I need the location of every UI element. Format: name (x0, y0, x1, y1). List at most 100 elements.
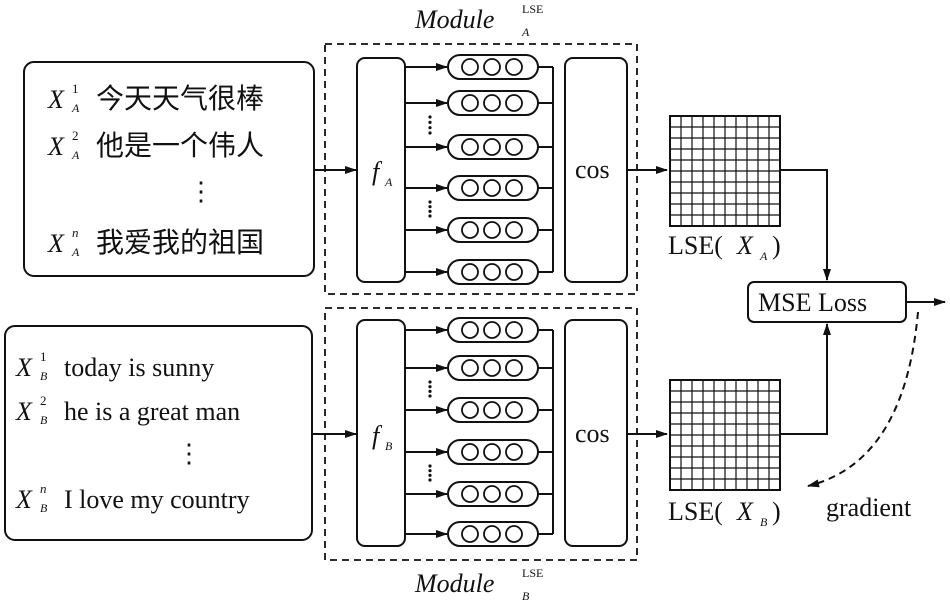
embedding-b-capsule-5-dot-3 (505, 485, 523, 503)
svg-text:I love my country: I love my country (64, 485, 250, 514)
embedding-a-capsule-3-dot-1 (461, 138, 479, 156)
embedding-b-vdots-2 (428, 469, 432, 473)
svg-text:A: A (71, 148, 80, 162)
mse-loss-label: MSE Loss (758, 288, 867, 317)
embedding-b-capsule-4-dot-1 (461, 443, 479, 461)
cos-b-label: cos (575, 419, 610, 448)
input-a-row-n: X n A 我爱我的祖国 (47, 225, 264, 259)
embedding-a-capsule-2-dot-2 (483, 94, 501, 112)
input-b-ellipsis: ⋮ (176, 439, 202, 468)
embedding-b-vdots-2 (428, 473, 432, 477)
embedding-a-vdots-1 (428, 120, 432, 124)
embedding-a-vdots-2 (428, 205, 432, 209)
embedding-a-capsule-2-dot-1 (461, 94, 479, 112)
module-b-title: Module LSE B (414, 566, 543, 603)
svg-text:A: A (759, 249, 768, 263)
embedding-b-capsule-2-dot-3 (505, 359, 523, 377)
embeddings-b (405, 317, 554, 547)
input-a-row-2: X 2 A 他是一个伟人 (47, 128, 264, 162)
embedding-b-capsule-1-dot-1 (461, 321, 479, 339)
arrow-lse-b-to-loss (780, 323, 831, 435)
svg-text:X: X (47, 229, 65, 258)
svg-text:1: 1 (72, 81, 79, 96)
svg-text:today is sunny: today is sunny (64, 353, 214, 382)
svg-text:Module: Module (414, 569, 494, 598)
embedding-b-capsule-4-dot-3 (505, 443, 523, 461)
input-b-row-2: X 2 B he is a great man (15, 393, 240, 427)
embedding-a-capsule-1-dot-3 (505, 58, 523, 76)
embedding-b-capsule-6-dot-2 (483, 525, 501, 543)
arrow-lse-a-to-loss (780, 169, 831, 281)
svg-text:LSE: LSE (522, 2, 543, 16)
svg-text:B: B (40, 501, 48, 515)
cos-a-label: cos (575, 155, 610, 184)
embedding-a-vdots-2 (428, 200, 432, 204)
encoder-b-label: f B (372, 421, 393, 453)
lse-b-label: LSE( X B ) (668, 497, 781, 529)
gradient-label: gradient (826, 493, 912, 522)
svg-text:f: f (372, 157, 383, 186)
embedding-a-capsule-5-dot-1 (461, 221, 479, 239)
svg-text:B: B (40, 413, 48, 427)
svg-text:B: B (522, 589, 530, 603)
embedding-b-vdots-2 (428, 464, 432, 468)
svg-text:X: X (15, 353, 33, 382)
embedding-b-capsule-1-dot-2 (483, 321, 501, 339)
embedding-b-capsule-3-dot-1 (461, 401, 479, 419)
svg-text:X: X (15, 397, 33, 426)
svg-text:2: 2 (72, 128, 79, 143)
svg-text:A: A (71, 101, 80, 115)
svg-text:A: A (521, 25, 530, 39)
input-b-row-1: X 1 B today is sunny (15, 349, 214, 383)
embedding-a-capsule-3-dot-3 (505, 138, 523, 156)
embedding-a-capsule-4-dot-2 (483, 179, 501, 197)
svg-text:B: B (385, 439, 393, 453)
svg-text:LSE: LSE (522, 566, 543, 580)
svg-text:今天天气很棒: 今天天气很棒 (96, 83, 264, 115)
svg-text:LSE(: LSE( (668, 497, 723, 526)
svg-text:LSE(: LSE( (668, 231, 723, 260)
embedding-a-capsule-6-dot-1 (461, 263, 479, 281)
svg-text:X: X (15, 485, 33, 514)
lse-matrix-a (669, 115, 781, 227)
embedding-a-capsule-1-dot-2 (483, 58, 501, 76)
svg-text:X: X (47, 85, 65, 114)
embedding-b-capsule-5-dot-1 (461, 485, 479, 503)
encoder-a-label: f A (372, 157, 393, 189)
svg-text:2: 2 (40, 393, 47, 408)
embedding-b-capsule-1-dot-3 (505, 321, 523, 339)
embedding-a-capsule-6-dot-3 (505, 263, 523, 281)
embedding-a-vdots-2 (428, 214, 432, 218)
embedding-a-vdots-1 (428, 115, 432, 119)
input-a-row-1: X 1 A 今天天气很棒 (47, 81, 264, 115)
embedding-a-capsule-6-dot-2 (483, 263, 501, 281)
encoder-a-box (356, 57, 406, 283)
embedding-a-capsule-5-dot-2 (483, 221, 501, 239)
embedding-a-capsule-5-dot-3 (505, 221, 523, 239)
embedding-b-capsule-4-dot-2 (483, 443, 501, 461)
embedding-b-vdots-1 (428, 394, 432, 398)
embedding-a-vdots-2 (428, 209, 432, 213)
svg-text:X: X (47, 132, 65, 161)
embedding-a-capsule-4-dot-1 (461, 179, 479, 197)
svg-text:): ) (772, 231, 781, 260)
svg-text:A: A (71, 245, 80, 259)
gradient-arrow (807, 311, 919, 488)
svg-text:1: 1 (40, 349, 47, 364)
encoder-b-box (356, 319, 406, 547)
svg-text:f: f (372, 421, 383, 450)
embedding-b-capsule-2-dot-2 (483, 359, 501, 377)
svg-text:n: n (72, 225, 79, 240)
embedding-b-vdots-1 (428, 389, 432, 393)
embedding-b-capsule-6-dot-1 (461, 525, 479, 543)
embedding-a-capsule-4-dot-3 (505, 179, 523, 197)
embeddings-a (405, 54, 554, 285)
svg-text:我爱我的祖国: 我爱我的祖国 (96, 227, 264, 259)
embedding-a-capsule-1-dot-1 (461, 58, 479, 76)
svg-text:他是一个伟人: 他是一个伟人 (96, 130, 264, 162)
embedding-a-vdots-1 (428, 126, 432, 130)
embedding-a-capsule-2-dot-3 (505, 94, 523, 112)
embedding-a-vdots-1 (428, 131, 432, 135)
